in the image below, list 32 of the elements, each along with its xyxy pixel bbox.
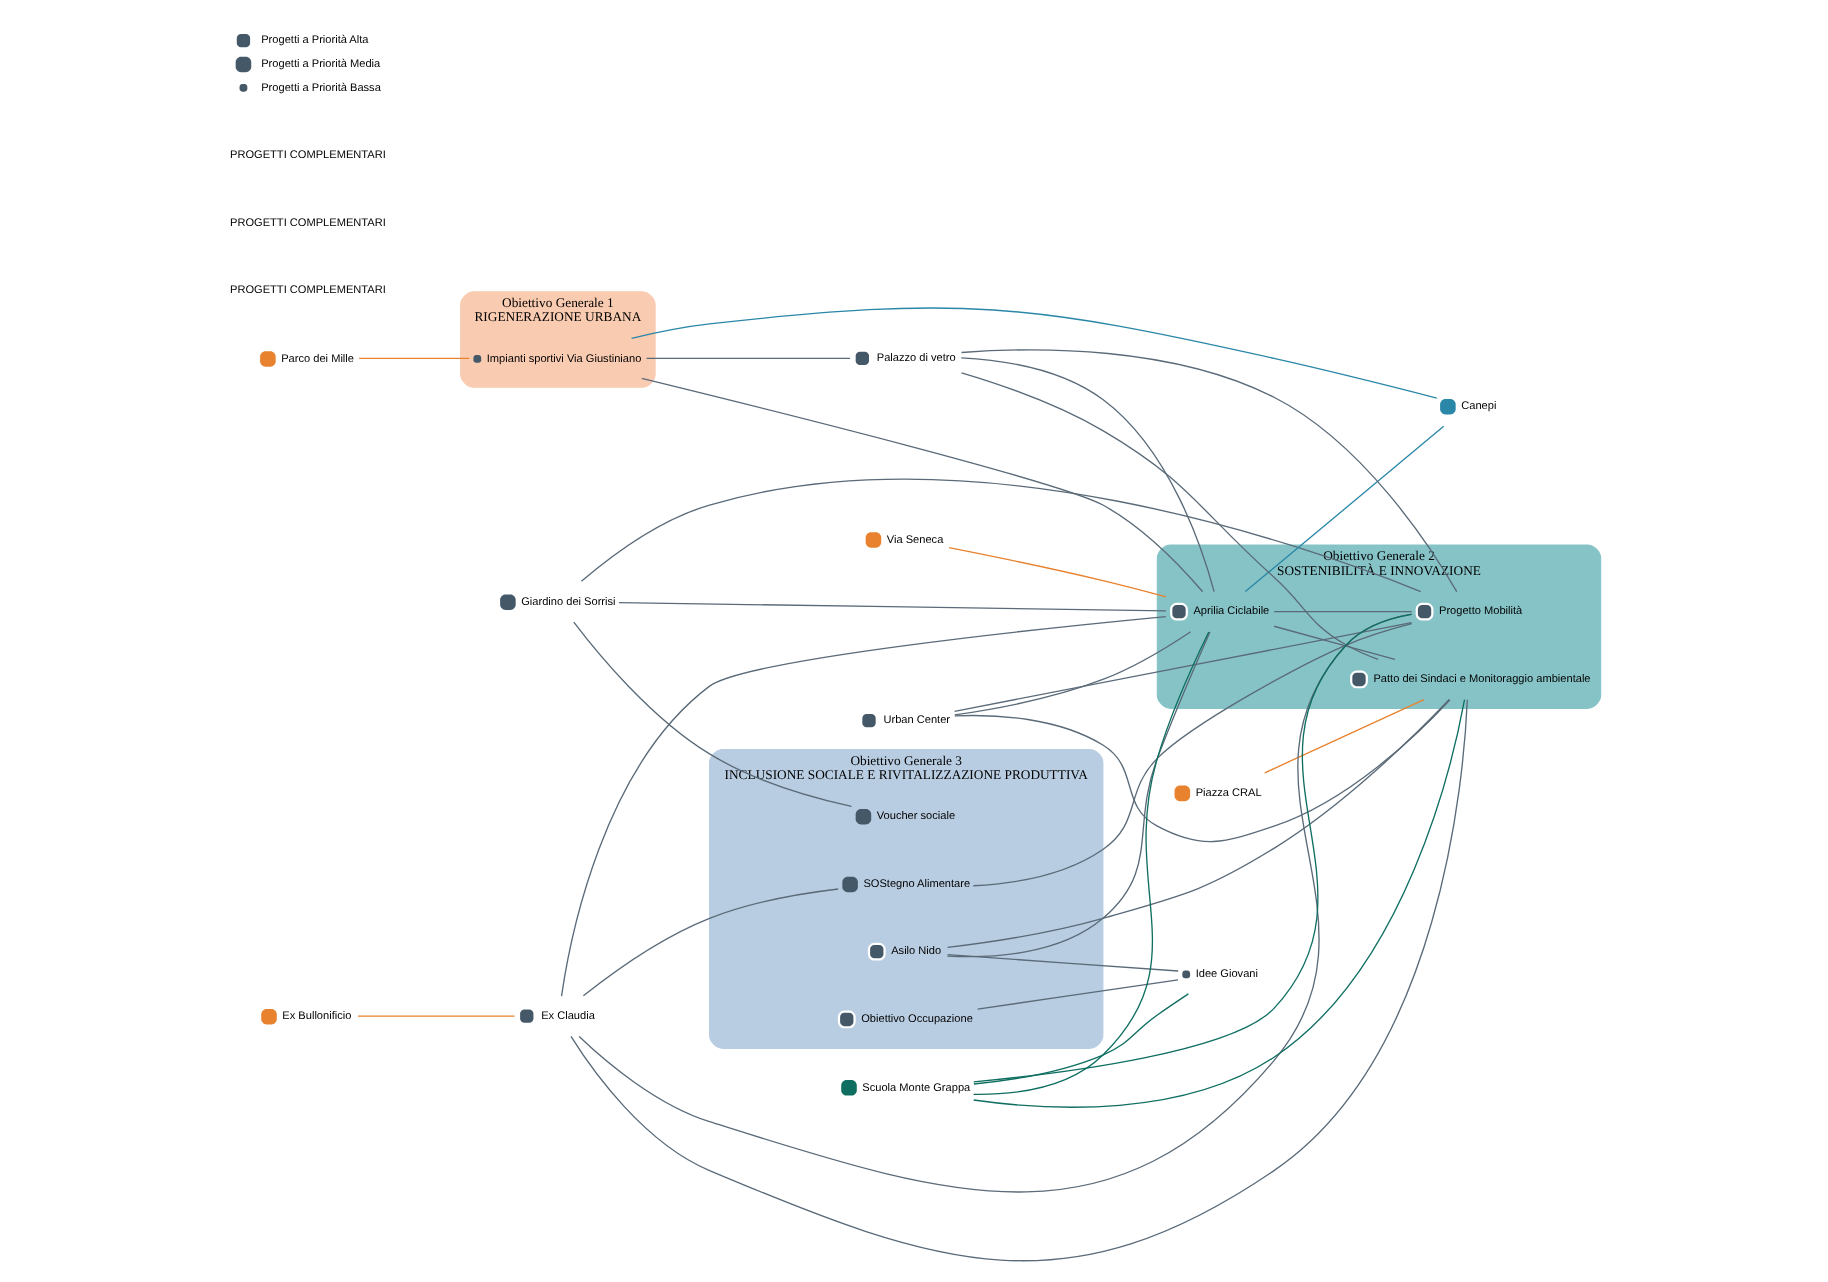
connector (948, 546, 1167, 598)
connector (357, 1015, 516, 1017)
connector (954, 699, 1451, 843)
connector (972, 623, 1413, 887)
connector (946, 953, 1179, 972)
connector (1264, 699, 1425, 774)
connector (953, 621, 1413, 712)
connector (946, 698, 1450, 949)
connector (641, 377, 1204, 593)
connector (645, 357, 851, 360)
connector (960, 372, 1379, 661)
connector (1244, 425, 1445, 593)
connector (1273, 625, 1396, 661)
connector (570, 699, 1468, 1261)
connector (946, 631, 1211, 958)
connector (972, 631, 1210, 1095)
connector (578, 613, 1413, 1193)
connector (358, 357, 470, 360)
connector (976, 979, 1179, 1010)
connector (1273, 611, 1413, 613)
connector (973, 613, 1413, 1083)
connector (560, 615, 1167, 997)
connector (582, 888, 839, 997)
connector (580, 478, 1422, 593)
connector (973, 993, 1190, 1085)
connector (960, 349, 1458, 593)
connector (573, 621, 853, 808)
connector (960, 357, 1215, 593)
connector (973, 698, 1466, 1108)
connector (630, 307, 1438, 399)
connector (954, 631, 1192, 716)
connector (618, 601, 1167, 612)
